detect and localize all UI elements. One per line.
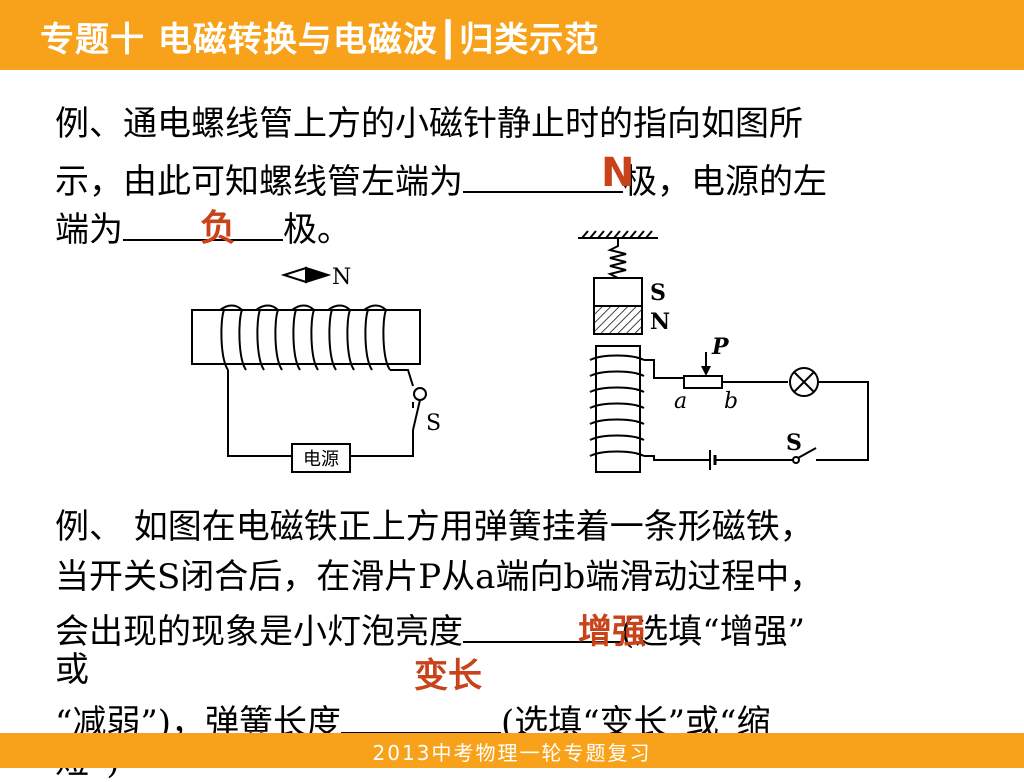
example1-line1-text: 例、通电螺线管上方的小磁针静止时的指向如图所	[55, 104, 803, 144]
slider-arrowhead	[701, 366, 711, 376]
example1-answer-n: N	[601, 150, 635, 196]
footer-bar: 2013中考物理一轮专题复习	[0, 733, 1024, 768]
switch-contact	[413, 387, 427, 401]
solenoid-core	[191, 309, 421, 365]
example1-blank1[interactable]	[463, 157, 623, 193]
end-a-label: a	[674, 389, 687, 414]
footer-text: 2013中考物理一轮专题复习	[372, 741, 652, 765]
example2-blank2[interactable]	[341, 698, 502, 734]
example1-blank2[interactable]	[123, 205, 283, 241]
ceiling-support	[578, 230, 658, 239]
spring-icon	[607, 238, 627, 279]
example2-line4-text: 或	[55, 650, 89, 690]
compass-needle-icon	[280, 266, 332, 284]
electromagnet-figure: S N P a b S	[578, 230, 869, 473]
header-bar: 专题十 电磁转换与电磁波┃归类示范	[0, 0, 1024, 70]
electromagnet-coil	[589, 354, 645, 457]
example2-line3-start: 会出现的现象是小灯泡亮度	[55, 612, 463, 652]
slider-p-label: P	[711, 334, 730, 360]
solenoid-circuit-figure: N S 电源	[191, 265, 441, 473]
switch-s-label: S	[426, 411, 441, 436]
example2-line2: 当开关S闭合后，在滑片P从a端向b端滑动过程中，	[55, 557, 823, 597]
example1-line3: 端为 极。	[55, 205, 351, 250]
switch2-lever-icon[interactable]	[797, 447, 817, 459]
example1-line3-start: 端为	[55, 210, 123, 250]
switch-lever-icon[interactable]	[412, 399, 421, 431]
solenoid-coil	[219, 304, 391, 371]
bar-magnet-s-half	[593, 277, 643, 307]
example2-blank1[interactable]	[463, 607, 621, 643]
example1-line3-end: 极。	[283, 210, 351, 250]
example1-line2-end: 极，电源的左	[623, 162, 827, 202]
example2-line4: 或	[55, 650, 89, 690]
rheostat-body	[683, 375, 723, 389]
end-b-label: b	[724, 389, 738, 414]
slide-title: 专题十 电磁转换与电磁波┃归类示范	[40, 20, 600, 60]
example2-answer-longer: 变长	[414, 656, 482, 696]
example1-line2: 示，由此可知螺线管左端为 极，电源的左	[55, 157, 827, 202]
magnet-s-label: S	[650, 280, 666, 306]
example2-line3-end: (选填“增强”	[621, 612, 806, 652]
example1-line2-start: 示，由此可知螺线管左端为	[55, 162, 463, 202]
bar-magnet-n-half	[593, 305, 643, 335]
power-source-box	[291, 443, 351, 473]
example1-answer-negative: 负	[200, 208, 237, 249]
compass-n-label: N	[332, 265, 351, 290]
example2-line1-text: 例、 如图在电磁铁正上方用弹簧挂着一条形磁铁，	[55, 507, 814, 547]
magnet-n-label: N	[650, 309, 670, 335]
example2-line3: 会出现的现象是小灯泡亮度 (选填“增强”	[55, 607, 805, 652]
circuit-wires-2	[644, 359, 869, 461]
example2-answer-brighter: 增强	[578, 612, 646, 652]
example2-line2-text: 当开关S闭合后，在滑片P从a端向b端滑动过程中，	[55, 557, 824, 597]
power-source-label: 电源	[303, 449, 339, 470]
example2-line1: 例、 如图在电磁铁正上方用弹簧挂着一条形磁铁，	[55, 507, 814, 547]
switch2-s-label: S	[786, 430, 802, 456]
switch2-contact	[792, 456, 800, 464]
example1-line1: 例、通电螺线管上方的小磁针静止时的指向如图所	[55, 104, 803, 144]
circuit-wires	[227, 369, 414, 457]
